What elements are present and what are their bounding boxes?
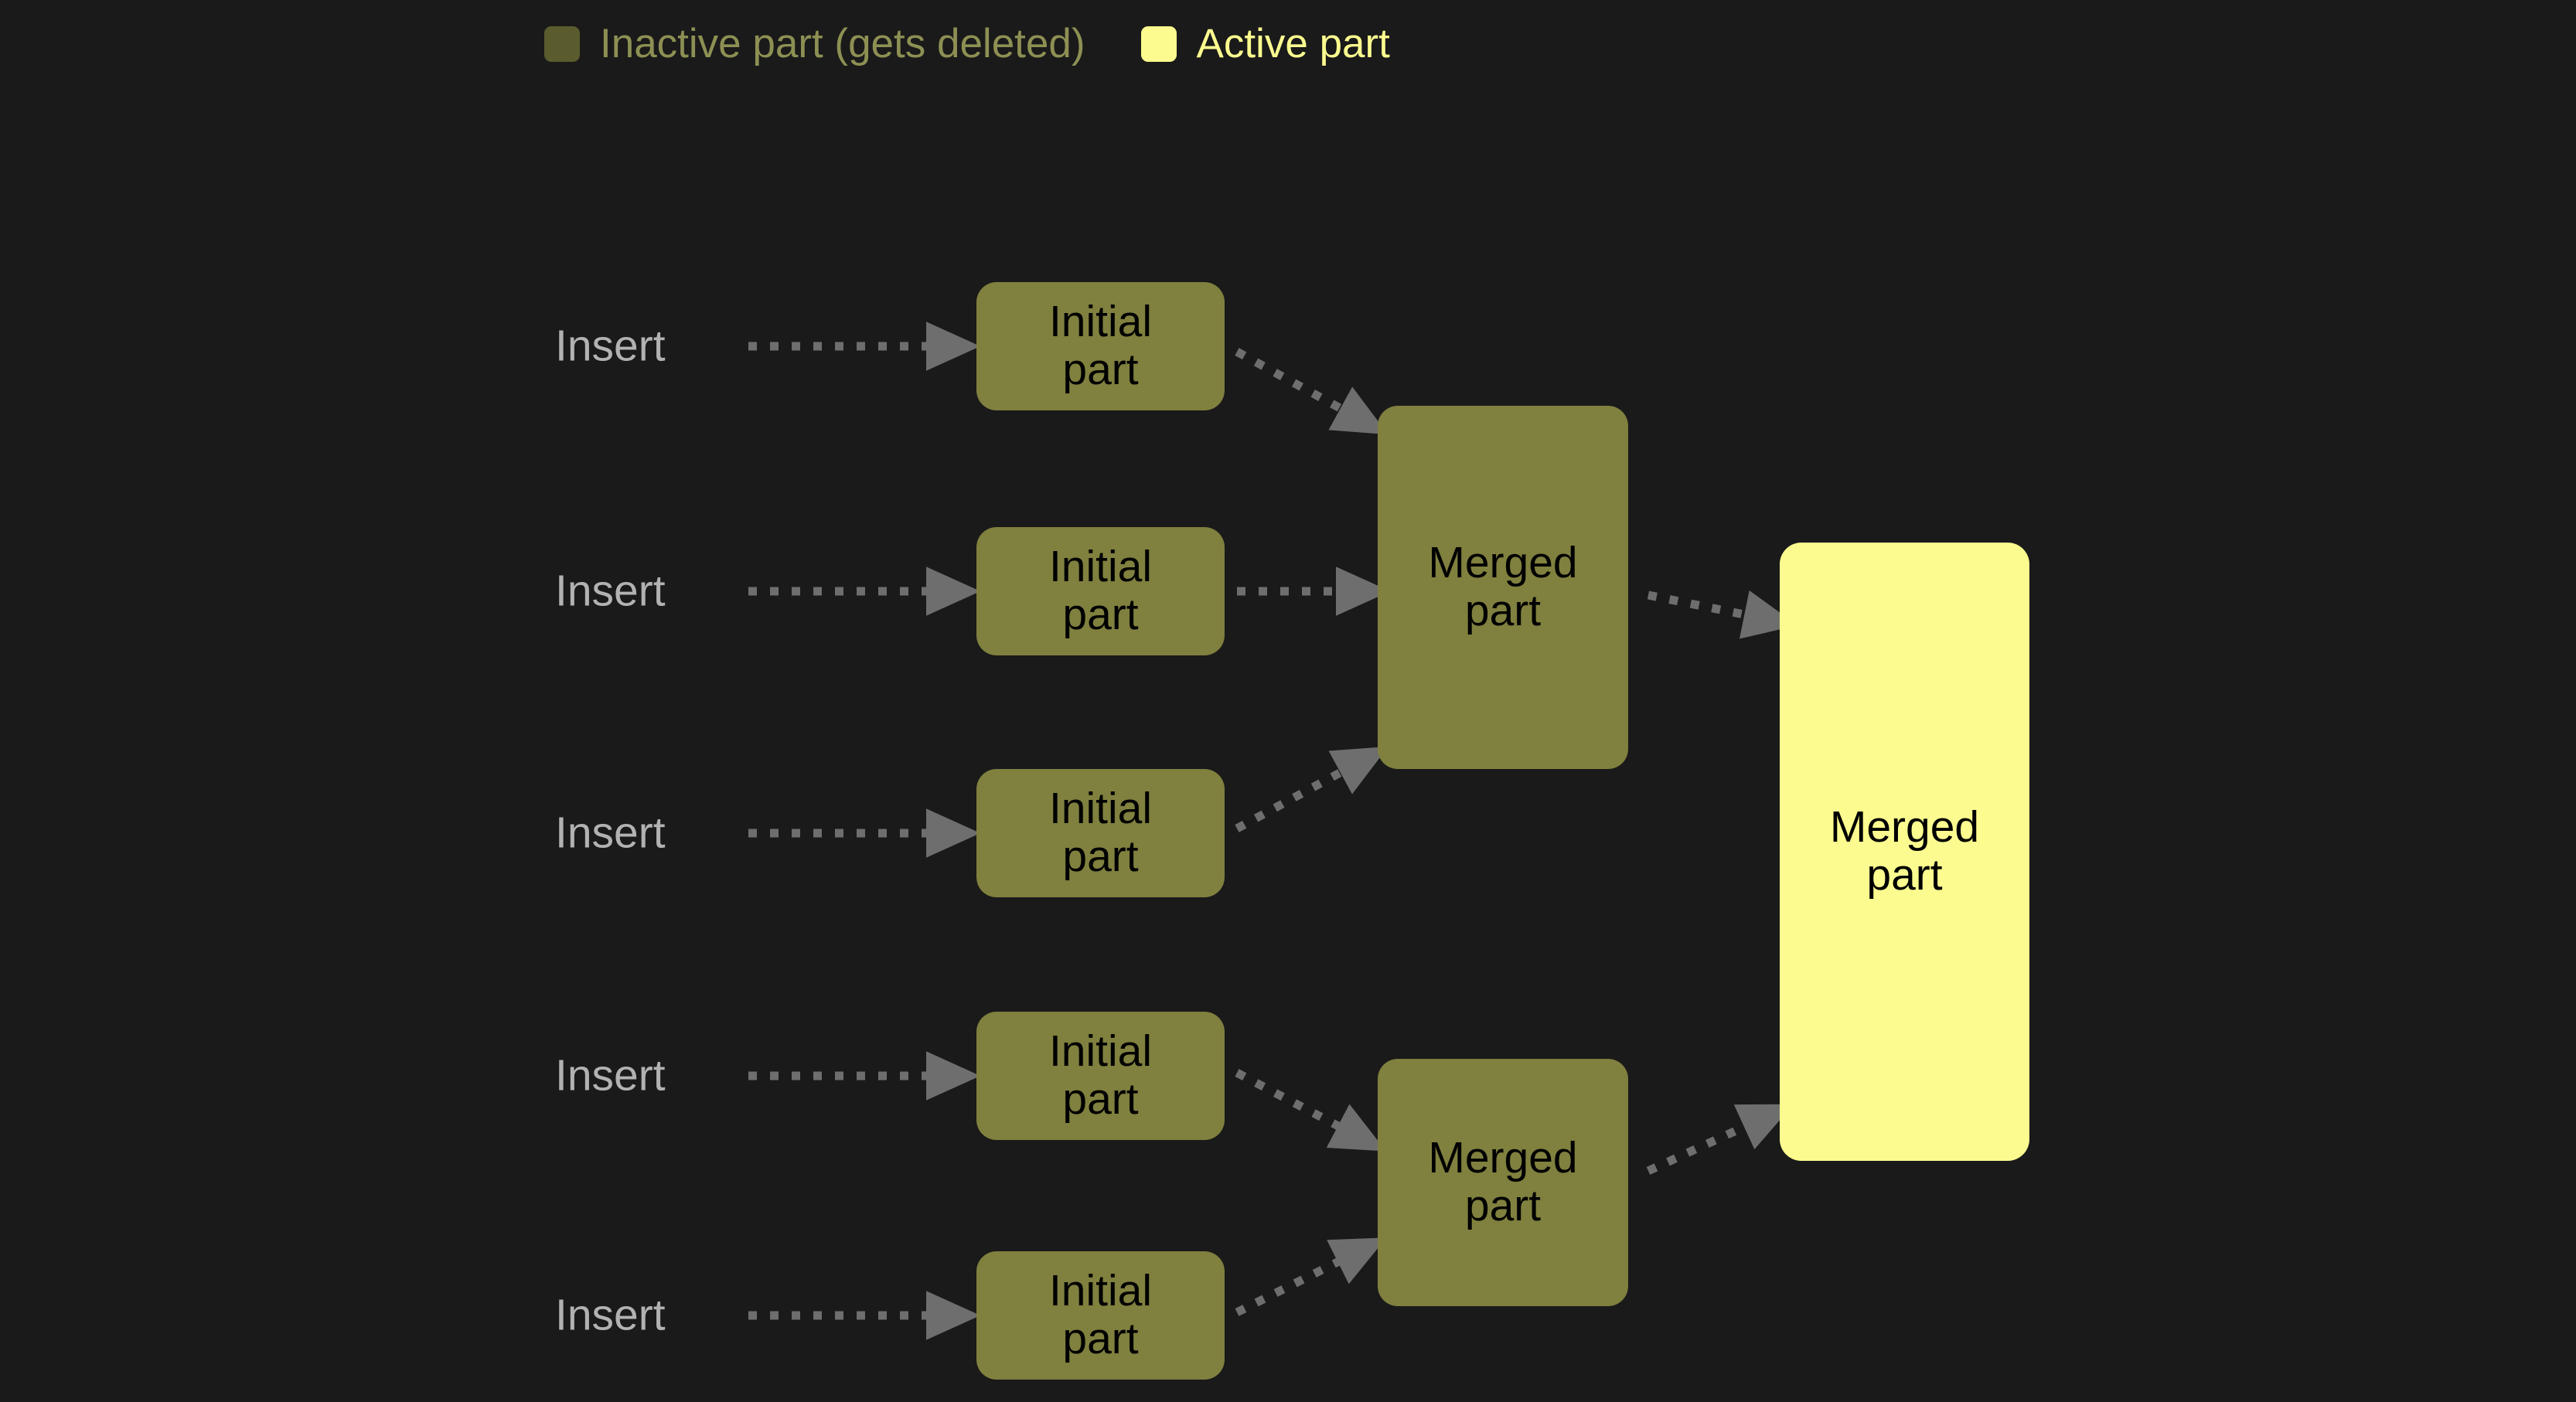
- insert-label-2: Insert: [555, 566, 666, 616]
- legend-label-inactive: Inactive part (gets deleted): [600, 21, 1085, 66]
- initial-part-5: Initial part: [976, 1251, 1225, 1380]
- inactive-swatch-icon: [544, 26, 580, 62]
- legend: Inactive part (gets deleted) Active part: [544, 23, 1390, 64]
- arrow-merged-top-to-active: [1647, 590, 1798, 639]
- arrow-initial-5-to-merged-bottom: [1235, 1237, 1387, 1316]
- insert-label-4: Insert: [555, 1050, 666, 1101]
- insert-label-1: Insert: [555, 321, 666, 371]
- legend-item-inactive: Inactive part (gets deleted): [544, 23, 1085, 64]
- arrow-initial-3-to-merged-top: [1235, 746, 1389, 832]
- initial-part-3: Initial part: [976, 769, 1225, 897]
- initial-part-4: Initial part: [976, 1012, 1225, 1140]
- insert-label-5: Insert: [555, 1290, 666, 1340]
- legend-label-active: Active part: [1196, 21, 1390, 66]
- merged-part-active: Merged part: [1780, 543, 2029, 1161]
- initial-part-2: Initial part: [976, 527, 1225, 655]
- arrow-merged-bottom-to-active: [1646, 1104, 1794, 1175]
- active-swatch-icon: [1140, 26, 1177, 62]
- arrow-initial-1-to-merged-top: [1235, 348, 1389, 435]
- insert-label-3: Insert: [555, 808, 666, 858]
- initial-part-1: Initial part: [976, 282, 1225, 410]
- legend-item-active: Active part: [1140, 21, 1390, 66]
- arrow-initial-4-to-merged-bottom: [1235, 1069, 1386, 1152]
- merged-part-top: Merged part: [1378, 406, 1628, 769]
- merged-part-bottom: Merged part: [1378, 1059, 1628, 1306]
